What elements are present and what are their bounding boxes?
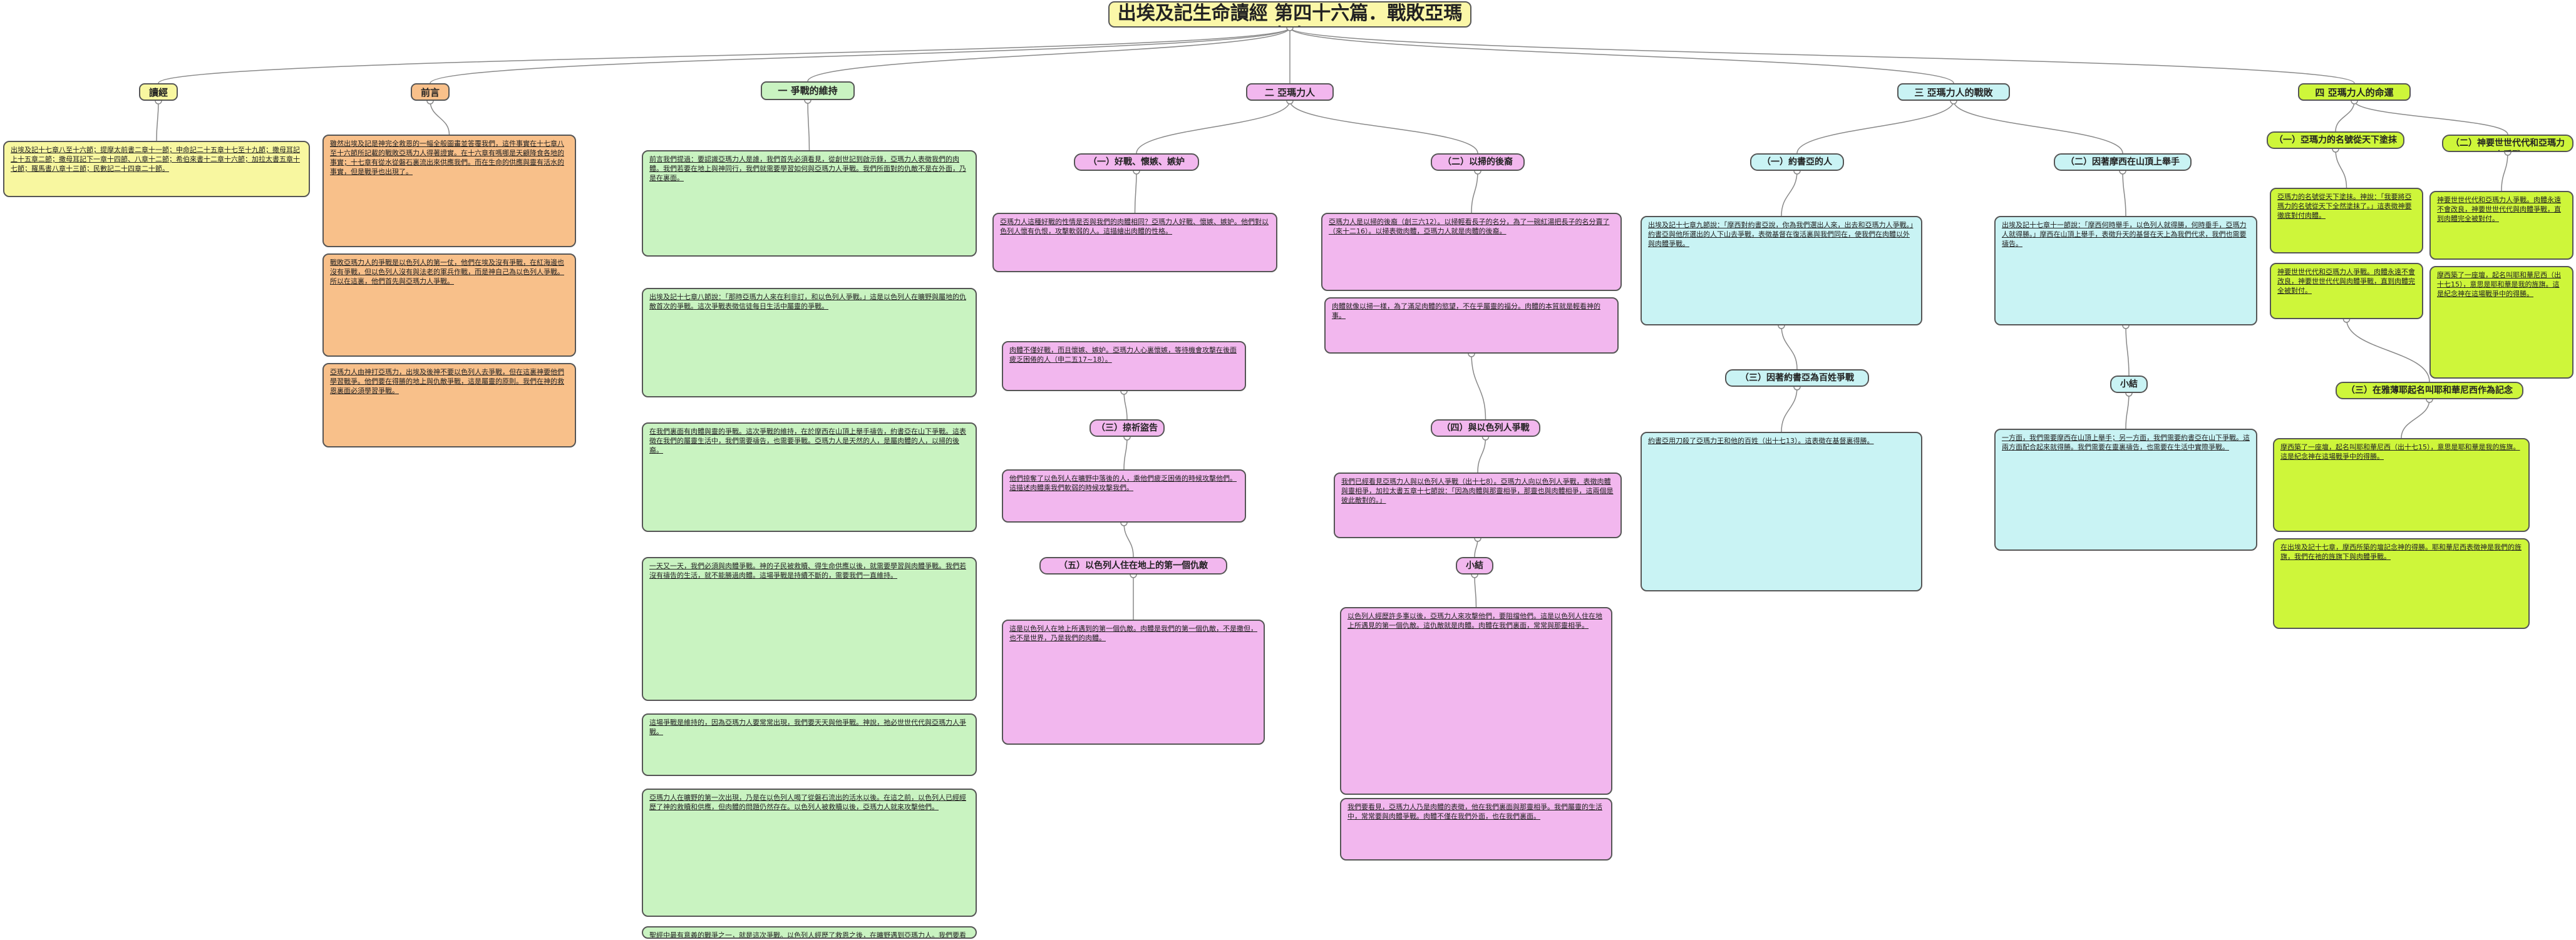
text-war-1: 前言我們提過：要認識亞瑪力人是誰，我們首先必須看見，從創世記到啟示錄，亞瑪力人表… (642, 150, 977, 257)
text-jehovah-nissi-2: 在出埃及記十七章，摩西所築的壇記念神的得勝。耶和華尼西表徵神是我們的旌旗，我們在… (2273, 538, 2530, 629)
connector-7 (430, 100, 450, 135)
connector-32 (2501, 151, 2508, 192)
text-war-with-israel: 我們已經看見亞瑪力人與以色列人爭戰（出十七8）。亞瑪力人向以色列人爭戰，表徵肉體… (1334, 473, 1622, 538)
text-preface-2: 戰敗亞瑪力人的爭戰是以色列人的第一仗，他們在埃及沒有爭戰，在紅海邊也沒有爭戰，但… (322, 253, 576, 357)
connector-31 (2335, 148, 2347, 188)
text-generations-2: 摩西築了一座壇，起名叫耶和華尼西（出十七15），意思是耶和華是我的旌旗。這是紀念… (2429, 266, 2573, 379)
branch-war-maintenance: 一 爭戰的維持 (761, 81, 855, 100)
connector-11 (1134, 170, 1137, 213)
connector-1 (430, 27, 1291, 84)
text-joshua-fights: 約書亞用刀殺了亞瑪力王和他的百姓（出十七13）。這表徵在基督裏得勝。 (1641, 432, 1922, 591)
connector-30 (2354, 100, 2508, 135)
sub-esau-descendants: （二）以掃的後裔 (1431, 153, 1525, 171)
connector-21 (1796, 100, 1954, 154)
text-joshua-men: 出埃及記十七章九節說：「摩西對約書亞說，你為我們選出人來，出去和亞瑪力人爭戰。」… (1641, 216, 1922, 325)
sub-war-all-generations: （二）神要世世代代和亞瑪力人爭戰 (2442, 135, 2573, 152)
sub-first-enemy: （五）以色列人住在地上的第一個仇敵 (1039, 557, 1227, 575)
connector-27 (1781, 386, 1798, 432)
branch-defeat: 三 亞瑪力人的戰敗 (1897, 83, 2010, 101)
text-first-enemy: 這是以色列人在地上所遇到的第一個仇敵。肉體是我們的第一個仇敵，不是撒但，也不是世… (1002, 620, 1265, 745)
sub-moses-hands: （二）因著摩西在山頂上舉手 (2054, 153, 2192, 171)
sub-plunder: （三）掠祈盜告 (1090, 419, 1165, 437)
connector-28 (2125, 392, 2130, 429)
text-summary-amalek-1: 以色列人經歷許多事以後，亞瑪力人來攻擊他們，要阻擋他們。這是以色列人住在地上所遇… (1340, 607, 1612, 795)
connector-29 (2335, 100, 2355, 132)
connector-5 (1289, 27, 2355, 84)
connector-4 (1289, 27, 1954, 84)
connector-14 (1471, 353, 1486, 420)
text-jehovah-nissi-1: 摩西築了一座壇，起名叫耶和華尼西（出十七15），意思是耶和華是我的旌旗。這是紀念… (2273, 438, 2530, 532)
branch-reading: 讀經 (139, 83, 178, 101)
text-reading: 出埃及記十七章八至十六節；提摩太前書二章十一節；申命記二十五章十七至十九節；撒母… (3, 141, 310, 197)
text-esau-1: 亞瑪力人是以掃的後裔（創三六12）。以掃輕看長子的名分，為了一碗紅湯把長子的名分… (1321, 213, 1622, 291)
branch-amalekites: 二 亞瑪力人 (1246, 83, 1334, 101)
connector-24 (2122, 170, 2126, 217)
connector-22 (1953, 100, 2123, 154)
connector-2 (807, 27, 1291, 82)
text-war-5: 這場爭戰是維持的，因為亞瑪力人要常常出現，我們要天天與他爭戰。神說，祂必世世代代… (642, 713, 977, 776)
text-war-6: 亞瑪力人在曠野的第一次出現，乃是在以色列人喝了從磐石流出的活水以後。在這之前，以… (642, 789, 977, 917)
text-plunder: 他們掠奪了以色列人在曠野中落後的人，乘他們疲乏困倦的時候攻擊他們。這描述肉體乘我… (1002, 469, 1246, 523)
sub-joshua-men: （一）約書亞的人 (1750, 153, 1844, 171)
connector-8 (807, 100, 810, 151)
text-esau-2: 肉體就像以掃一樣，為了滿足肉體的慾望，不在乎屬靈的福分。肉體的本質就是輕看神的事… (1324, 297, 1619, 354)
branch-fate: 四 亞瑪力人的命運 (2298, 83, 2411, 101)
connector-12 (1471, 170, 1478, 213)
text-war-7: 聖經中最有意義的戰爭之一，就是這次爭戰。以色列人經歷了救恩之後，在曠野遇到亞瑪力… (642, 926, 977, 939)
branch-preface: 前言 (411, 83, 450, 101)
text-war-3: 在我們裏面有肉體與靈的爭戰。這次爭戰的維持，在於摩西在山頂上舉手禱告，約書亞在山… (642, 422, 977, 532)
connector-26 (2125, 325, 2130, 376)
connector-20 (1474, 574, 1477, 608)
text-moses-hands: 出埃及記十七章十一節說：「摩西何時舉手，以色列人就得勝，何時垂手，亞瑪力人就得勝… (1994, 216, 2257, 325)
connector-13 (1123, 391, 1128, 420)
text-summary-defeat: 一方面，我們需要摩西在山頂上舉手；另一方面，我們需要約書亞在山下爭戰。這兩方面配… (1994, 429, 2257, 551)
text-warlike-2: 肉體不僅好戰，而且懷嫉、嫉妒。亞瑪力人心裏懷嫉，等待機會攻擊在後面疲乏困倦的人（… (1002, 341, 1246, 391)
connector-0 (158, 27, 1291, 84)
sub-summary-amalek: 小結 (1456, 557, 1493, 575)
connector-23 (1781, 170, 1798, 217)
connector-9 (1136, 100, 1291, 154)
text-warlike-1: 亞瑪力人這種好戰的性情是否與我們的肉體相同？亞瑪力人好戰、懷嫉、嫉妒。他們對以色… (992, 213, 1277, 272)
text-generations-1: 神要世世代代和亞瑪力人爭戰。肉體永遠不會改良，神要世世代代與肉體爭戰，直到肉體完… (2429, 191, 2573, 260)
text-war-4: 一天又一天，我們必須與肉體爭戰。神的子民被救贖、得生命供應以後，就需要學習與肉體… (642, 557, 977, 701)
connector-16 (1477, 436, 1486, 473)
sub-joshua-fights: （三）因著約書亞為百姓爭戰 (1725, 369, 1869, 387)
connector-33 (2346, 319, 2430, 382)
text-preface-1: 雖然出埃及記是神完全救恩的一幅全般圖畫並答覆我們，這件事實在十七章八至十六節所記… (322, 135, 576, 247)
connector-34 (2401, 399, 2430, 439)
connector-10 (1289, 100, 1478, 154)
sub-jehovah-nissi: （三）在雅薄耶起名叫耶和華尼西作為記念 (2336, 382, 2523, 399)
sub-name-blotted: （一）亞瑪力的名號從天下塗抹 (2267, 131, 2404, 149)
connector-17 (1123, 522, 1134, 558)
connector-6 (156, 100, 159, 141)
sub-war-with-israel: （四）與以色列人爭戰 (1431, 419, 1540, 437)
page-title: 出埃及記生命讀經 第四十六篇．戰敗亞瑪力人 (1108, 1, 1471, 28)
connector-15 (1123, 436, 1128, 470)
connector-25 (1781, 325, 1798, 370)
text-war-2: 出埃及記十七章八節說：「那時亞瑪力人來在利非訂，和以色列人爭戰。」這是以色列人在… (642, 288, 977, 397)
text-name-blotted-2: 神要世世代代和亞瑪力人爭戰。肉體永遠不會改良，神要世世代代與肉體爭戰，直到肉體完… (2270, 263, 2423, 319)
sub-summary-defeat: 小結 (2110, 375, 2148, 393)
text-preface-3: 亞瑪力人由神打亞瑪力，出埃及後神不要以色列人去爭戰，但在這裏神要他們學習戰爭。他… (322, 363, 576, 447)
text-summary-amalek-2: 我們要看見，亞瑪力人乃是肉體的表徵，他在我們裏面與那靈相爭。我們屬靈的生活中，常… (1340, 798, 1612, 861)
sub-warlike: （一）好戰、懷嫉、嫉妒 (1074, 153, 1199, 171)
text-name-blotted-1: 亞瑪力的名號從天下塗抹。神說：「我要將亞瑪力的名號從天下全然塗抹了。」這表徵神要… (2270, 188, 2423, 253)
